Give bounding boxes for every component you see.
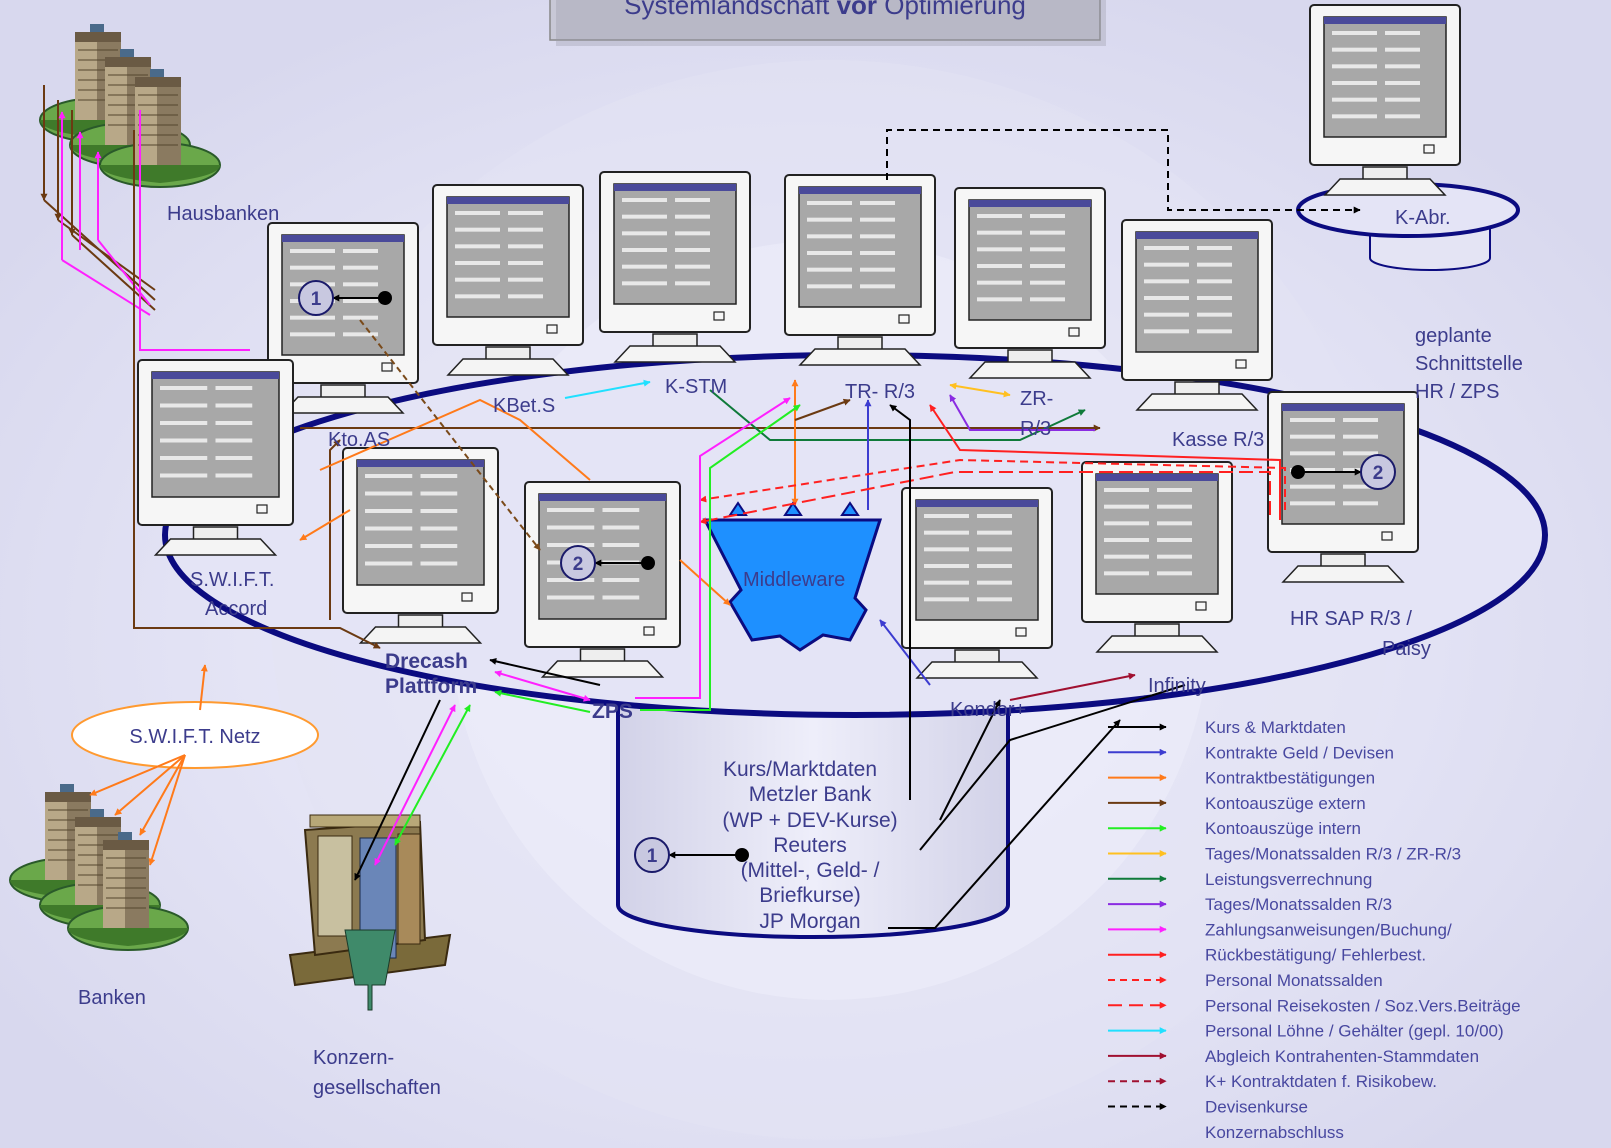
monitor-swift-accord [137,359,294,556]
label-trr3: TR- R/3 [845,381,915,403]
label-swift-1: S.W.I.F.T. [190,569,274,591]
legend-item: Kurs & Marktdaten [1108,718,1346,737]
legend-item: Leistungsverrechnung [1108,870,1372,889]
label-ktoas: Kto.AS [328,429,390,451]
marker-1-ktoas-number: 1 [311,289,322,310]
label-kstm: K-STM [665,376,727,398]
legend-label: Personal Reisekosten / Soz.Vers.Beiträge [1205,996,1521,1015]
monitor-kabr [1309,4,1461,196]
label-swift-netz: S.W.I.F.T. Netz [129,726,260,748]
legend-label: Kontrakte Geld / Devisen [1205,743,1394,762]
legend-item: Personal Löhne / Gehälter (gepl. 10/00) [1108,1022,1504,1041]
label-src-6: Briefkurse) [759,884,861,907]
legend-item: Kontoauszüge extern [1108,794,1366,813]
legend-item: Tages/Monatssalden R/3 / ZR-R/3 [1108,845,1461,864]
monitor-kbets [432,184,584,376]
monitor-kondor [901,487,1053,679]
label-src-5: (Mittel-, Geld- / [741,859,880,882]
legend-label: Kontoauszüge extern [1205,794,1366,813]
label-zr-1: ZR- [1020,388,1053,410]
legend-label: Tages/Monatssalden R/3 [1205,895,1392,914]
marker-1-src-number: 1 [647,846,658,867]
label-geplante-1: geplante [1415,325,1492,347]
legend-item: Personal Monatssalden [1108,971,1383,990]
title-post: Optimierung [877,0,1026,20]
label-src-4: Reuters [773,834,847,857]
legend-item: Devisenkurse [1108,1098,1308,1117]
label-banken: Banken [78,987,146,1009]
legend-label: K+ Kontraktdaten f. Risikobew. [1205,1072,1437,1091]
legend-item: Zahlungsanweisungen/Buchung/ [1108,920,1452,939]
monitor-trr3 [784,174,936,366]
label-middleware: Middleware [743,569,845,591]
label-src-2: Metzler Bank [749,783,872,806]
legend-label: Abgleich Kontrahenten-Stammdaten [1205,1047,1479,1066]
legend-item: K+ Kontraktdaten f. Risikobew. [1108,1072,1437,1091]
marker-2-zps: 2 [560,545,655,581]
label-hrsap-1: HR SAP R/3 / [1290,608,1412,630]
legend-label: Leistungsverrechnung [1205,870,1372,889]
label-konzern-2: gesellschaften [313,1077,441,1099]
svg-text:Systemlandschaft vor Optimieru: Systemlandschaft vor Optimierung [624,0,1026,20]
label-zr-2: R/3 [1020,418,1051,440]
label-zps: ZPS [592,700,633,723]
label-kondor: Kondor+ [950,699,1026,721]
swift-netz-oval [71,701,319,769]
legend-item: Abgleich Kontrahenten-Stammdaten [1108,1047,1479,1066]
label-hrsap-2: Paisy [1382,638,1431,660]
legend-label: Personal Monatssalden [1205,971,1383,990]
label-geplante-2: Schnittstelle [1415,353,1523,375]
label-drecash-2: Plattform [385,675,477,698]
legend-label: Kurs & Marktdaten [1205,718,1346,737]
legend-item: Kontoauszüge intern [1108,819,1361,838]
legend-item: Konzernabschluss [1205,1123,1344,1142]
marker-2-hrsap-number: 2 [1373,463,1384,484]
monitor-drecash [342,447,499,644]
legend-label: Rückbestätigung/ Fehlerbest. [1205,946,1426,965]
label-kbets: KBet.S [493,395,555,417]
legend-label: Personal Löhne / Gehälter (gepl. 10/00) [1205,1022,1504,1041]
label-drecash-1: Drecash [385,650,468,673]
legend-item: Kontrakte Geld / Devisen [1108,743,1394,762]
label-kabr: K-Abr. [1395,207,1451,229]
marker-2-hrsap: 2 [1291,454,1396,490]
legend-label: Kontoauszüge intern [1205,819,1361,838]
legend-item: Kontraktbestätigungen [1108,769,1375,788]
monitor-infinity [1081,461,1233,653]
label-konzern-1: Konzern- [313,1047,394,1069]
label-kasse: Kasse R/3 [1172,429,1264,451]
legend-label: Konzernabschluss [1205,1123,1344,1142]
title-box: Systemlandschaft vor Optimierung [549,0,1106,46]
marker-2-zps-number: 2 [573,554,584,575]
legend-label: Zahlungsanweisungen/Buchung/ [1205,920,1452,939]
legend-label: Kontraktbestätigungen [1205,769,1375,788]
monitor-kasse [1121,219,1273,411]
legend-item: Tages/Monatssalden R/3 [1108,895,1392,914]
legend-label: Tages/Monatssalden R/3 / ZR-R/3 [1205,845,1461,864]
label-src-1: Kurs/Marktdaten [723,758,877,781]
label-swift-2: Accord [205,598,267,620]
label-infinity: Infinity [1148,675,1206,697]
label-src-3: (WP + DEV-Kurse) [722,809,897,832]
title-bold: vor [837,0,877,20]
label-geplante-3: HR / ZPS [1415,381,1499,403]
legend-item: Rückbestätigung/ Fehlerbest. [1108,946,1426,965]
middleware-block [702,501,883,652]
title-pre: Systemlandschaft [624,0,836,20]
monitor-zps [524,481,681,678]
monitor-zr [954,187,1106,379]
marker-1-src: 1 [634,837,749,873]
monitor-kstm [599,171,751,363]
legend-label: Devisenkurse [1205,1098,1308,1117]
label-src-7: JP Morgan [759,910,860,933]
marker-1-ktoas: 1 [298,280,392,316]
label-hausbanken: Hausbanken [167,203,279,225]
legend-item: Personal Reisekosten / Soz.Vers.Beiträge [1108,996,1521,1015]
